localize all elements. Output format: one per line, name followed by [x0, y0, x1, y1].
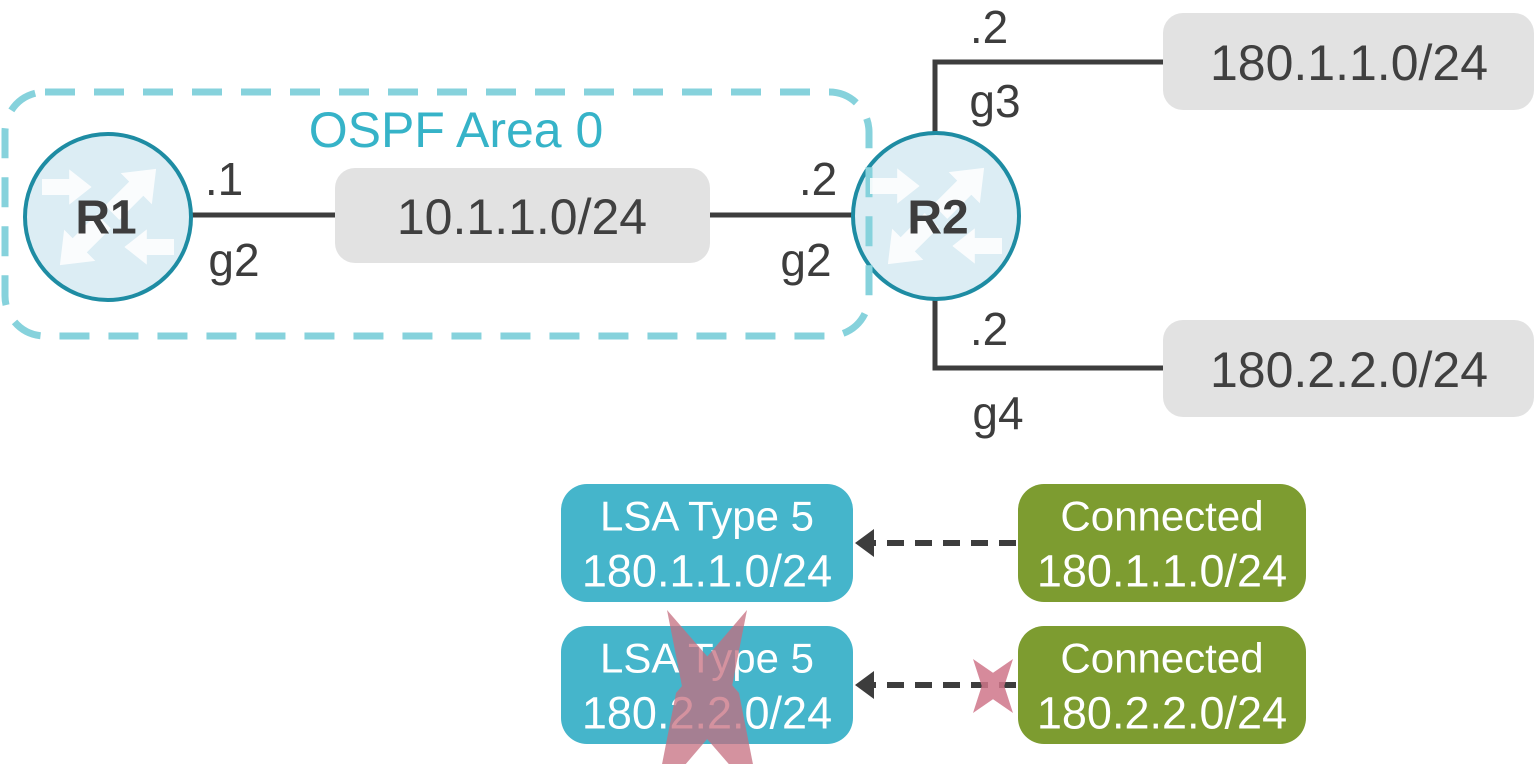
- connected-title-2: Connected: [1060, 635, 1263, 682]
- r2-top-ip-label: .2: [970, 1, 1008, 53]
- network-box-bottom: 180.2.2.0/24: [1163, 320, 1534, 417]
- network-label-top: 180.1.1.0/24: [1210, 35, 1488, 91]
- lsa-type5-title-1: LSA Type 5: [600, 493, 814, 540]
- blocked-cross-big-icon: [662, 610, 753, 764]
- ospf-area-label: OSPF Area 0: [309, 102, 604, 158]
- lsa-type5-box-1: [561, 484, 853, 602]
- lsa-row-1: LSA Type 5 180.1.1.0/24 Connected 180.1.…: [561, 484, 1306, 602]
- r1-link-ip-label: .1: [205, 153, 243, 205]
- link-r2-bottom-network: [932, 300, 1163, 371]
- lsa-type5-network-1: 180.1.1.0/24: [582, 546, 832, 597]
- lsa-advertise-arrowhead-1: [855, 529, 874, 557]
- router-r2-label: R2: [907, 192, 968, 245]
- router-r1-label: R1: [75, 192, 136, 245]
- r2-link-if-label: g2: [780, 234, 831, 286]
- network-label-link: 10.1.1.0/24: [397, 189, 647, 245]
- connected-title-1: Connected: [1060, 493, 1263, 540]
- r2-bottom-if-label: g4: [972, 387, 1023, 439]
- connected-box-2: [1018, 626, 1306, 744]
- r2-top-if-label: g3: [969, 75, 1020, 127]
- lsa-advertise-arrowhead-2: [855, 671, 874, 699]
- connected-network-1: 180.1.1.0/24: [1037, 546, 1287, 597]
- r1-link-if-label: g2: [208, 234, 259, 286]
- network-box-top: 180.1.1.0/24: [1163, 13, 1534, 110]
- r2-bottom-ip-label: .2: [970, 303, 1008, 355]
- network-label-bottom: 180.2.2.0/24: [1210, 342, 1488, 398]
- blocked-cross-small-icon: [973, 659, 1013, 713]
- ospf-area-boundary: [1, 88, 873, 340]
- r2-link-ip-label: .2: [799, 153, 837, 205]
- link-r2-top-network: [932, 59, 1163, 133]
- connected-network-2: 180.2.2.0/24: [1037, 688, 1287, 739]
- lsa-row-2: LSA Type 5 180.2.2.0/24 Connected 180.2.…: [561, 610, 1306, 764]
- connected-box-1: [1018, 484, 1306, 602]
- network-box-link: 10.1.1.0/24: [335, 168, 710, 263]
